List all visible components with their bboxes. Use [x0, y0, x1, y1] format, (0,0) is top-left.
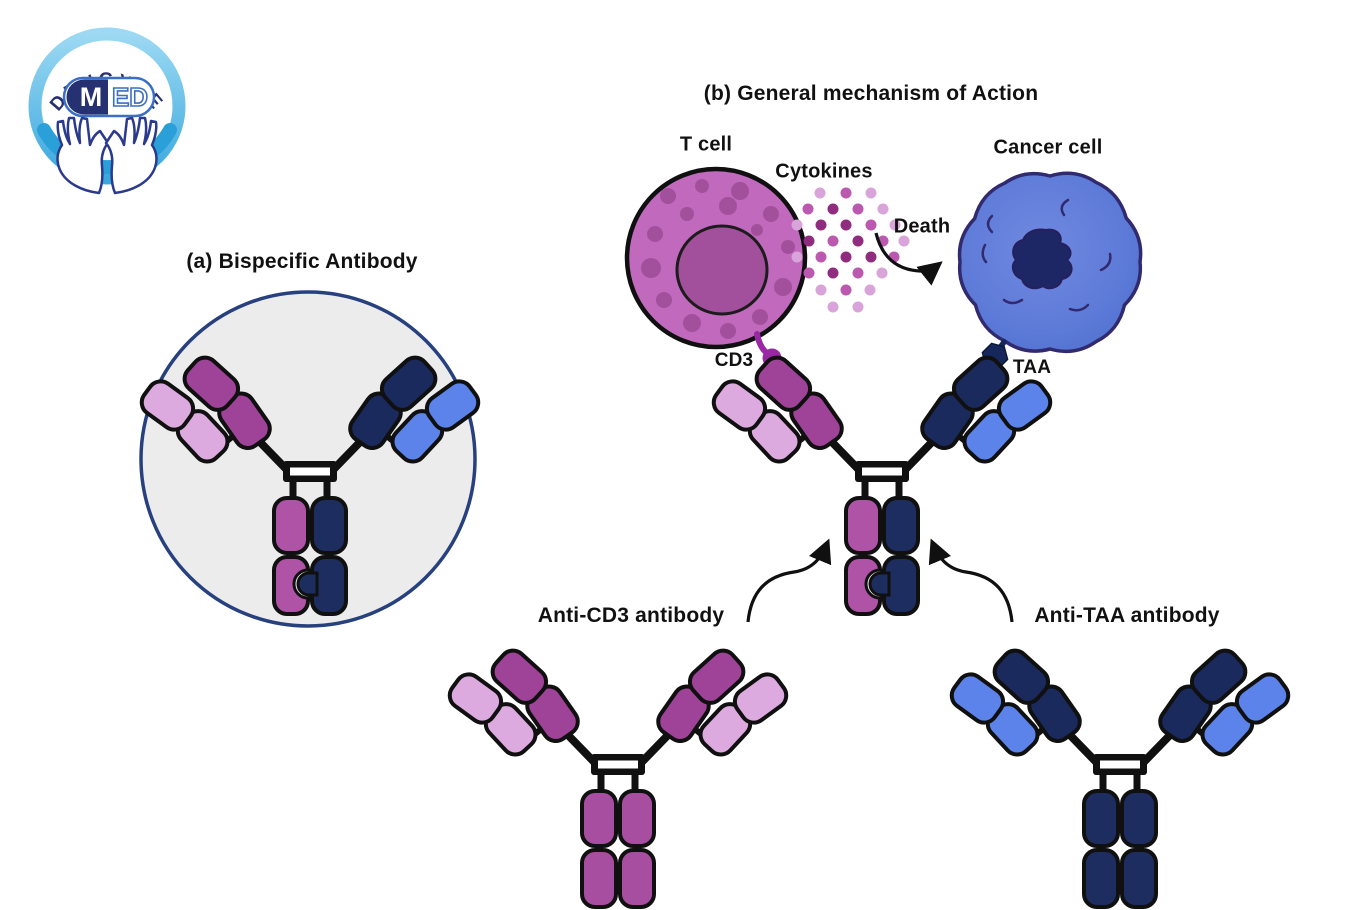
panel-b-title: (b) General mechanism of Action	[703, 82, 1039, 105]
taa-label: TAA	[1012, 357, 1052, 378]
anti-taa-label: Anti-TAA antibody	[1034, 604, 1220, 627]
hands-icon	[56, 116, 158, 195]
t-cell-granules	[641, 179, 795, 339]
anti-taa-antibody	[938, 631, 1301, 907]
logo-pill-m: M	[80, 82, 103, 112]
logo-pill-ed: ED	[112, 82, 148, 112]
cancer-cell-nucleus	[1011, 228, 1073, 290]
death-arrow	[874, 232, 943, 286]
anti-cd3-antibody	[436, 631, 799, 907]
bispecific-antibody-central	[700, 338, 1063, 614]
cancer-cell	[957, 171, 1143, 354]
anti-cd3-label: Anti-CD3 antibody	[537, 604, 725, 627]
cancer-cell-texture	[981, 198, 1112, 312]
cytokines-label: Cytokines	[775, 160, 873, 183]
t-cell-nucleus	[675, 224, 769, 316]
logo-ring-bottom-arc	[37, 123, 177, 175]
t-cell-label: T cell	[679, 133, 733, 156]
cytokines-dots	[791, 187, 910, 313]
pill-icon: M ED	[62, 76, 156, 118]
death-label: Death	[893, 215, 951, 238]
anti-taa-assembly-arrow	[928, 538, 1014, 623]
dengyue-med-logo: DENGYUE M ED	[28, 27, 186, 195]
cd3-label: CD3	[714, 350, 754, 371]
panel-a-title: (a) Bispecific Antibody	[186, 250, 418, 273]
anti-cd3-assembly-arrow	[746, 538, 832, 623]
cancer-cell-label: Cancer cell	[993, 136, 1103, 159]
t-cell	[624, 166, 808, 350]
